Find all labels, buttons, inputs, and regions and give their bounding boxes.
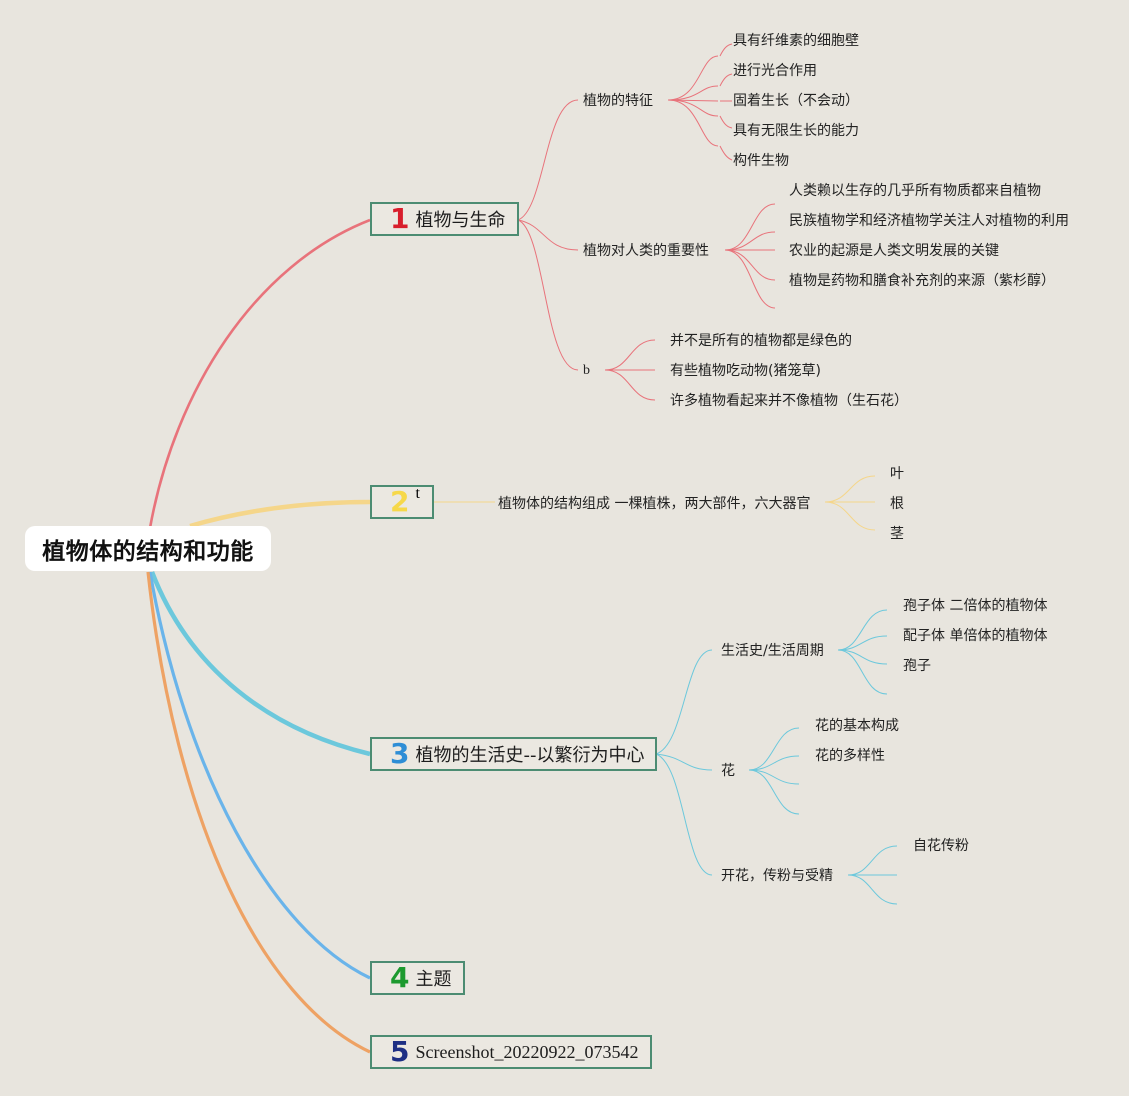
branch-number-3: 3 — [390, 737, 410, 770]
root-topic[interactable]: 植物体的结构和功能 — [25, 526, 271, 571]
branch-label-4: 主题 — [415, 969, 452, 990]
branch-label-2: t — [415, 485, 420, 502]
leaf-item[interactable]: 固着生长（不会动） — [733, 93, 859, 109]
leaf-item[interactable]: 孢子 — [903, 658, 931, 674]
leaf-item[interactable]: 构件生物 — [733, 153, 789, 169]
subtopic-structure[interactable]: 植物体的结构组成 一棵植株，两大部件，六大器官 — [498, 496, 811, 512]
leaf-item[interactable]: 根 — [890, 496, 904, 512]
branch-number-4: 4 — [390, 961, 410, 994]
subtopic-flower[interactable]: 花 — [721, 763, 735, 779]
leaf-item[interactable]: 具有纤维素的细胞壁 — [733, 33, 859, 49]
leaf-item[interactable]: 民族植物学和经济植物学关注人对植物的利用 — [789, 213, 1069, 229]
subtopic-life-cycle[interactable]: 生活史/生活周期 — [721, 643, 824, 659]
leaf-item[interactable]: 孢子体 二倍体的植物体 — [903, 598, 1048, 614]
branch-number-1: 1 — [390, 202, 410, 235]
leaf-item[interactable]: 植物是药物和膳食补充剂的来源（紫杉醇） — [789, 273, 1055, 289]
leaf-item[interactable]: 农业的起源是人类文明发展的关键 — [789, 243, 999, 259]
leaf-item[interactable]: 叶 — [890, 466, 904, 482]
branch-3[interactable]: 3 植物的生活史--以繁衍为中心 — [370, 737, 657, 771]
leaf-item[interactable]: 配子体 单倍体的植物体 — [903, 628, 1048, 644]
branch-label-5: Screenshot_20220922_073542 — [415, 1041, 639, 1062]
leaf-item[interactable]: 有些植物吃动物(猪笼草) — [670, 363, 821, 379]
leaf-item[interactable]: 自花传粉 — [913, 838, 969, 854]
branch-4[interactable]: 4 主题 — [370, 961, 465, 995]
subtopic-b[interactable]: b — [583, 363, 590, 378]
subtopic-plant-features[interactable]: 植物的特征 — [583, 93, 653, 109]
branch-5[interactable]: 5 Screenshot_20220922_073542 — [370, 1035, 652, 1069]
branch-label-1: 植物与生命 — [415, 210, 506, 231]
leaf-item[interactable]: 进行光合作用 — [733, 63, 817, 79]
leaf-item[interactable]: 具有无限生长的能力 — [733, 123, 859, 139]
branch-number-2: 2 — [390, 485, 410, 518]
branch-1[interactable]: 1 植物与生命 — [370, 202, 519, 236]
leaf-item[interactable]: 并不是所有的植物都是绿色的 — [670, 333, 852, 349]
root-title: 植物体的结构和功能 — [42, 538, 254, 565]
subtopic-importance[interactable]: 植物对人类的重要性 — [583, 243, 709, 259]
branch-2[interactable]: 2 t — [370, 485, 434, 519]
leaf-item[interactable]: 许多植物看起来并不像植物（生石花） — [670, 393, 908, 409]
leaf-item[interactable]: 花的多样性 — [815, 748, 885, 764]
subtopic-pollination[interactable]: 开花，传粉与受精 — [721, 868, 833, 884]
leaf-item[interactable]: 茎 — [890, 526, 904, 542]
branch-number-5: 5 — [390, 1035, 410, 1068]
leaf-item[interactable]: 花的基本构成 — [815, 718, 899, 734]
branch-label-3: 植物的生活史--以繁衍为中心 — [415, 745, 645, 766]
leaf-item[interactable]: 人类赖以生存的几乎所有物质都来自植物 — [789, 183, 1041, 199]
